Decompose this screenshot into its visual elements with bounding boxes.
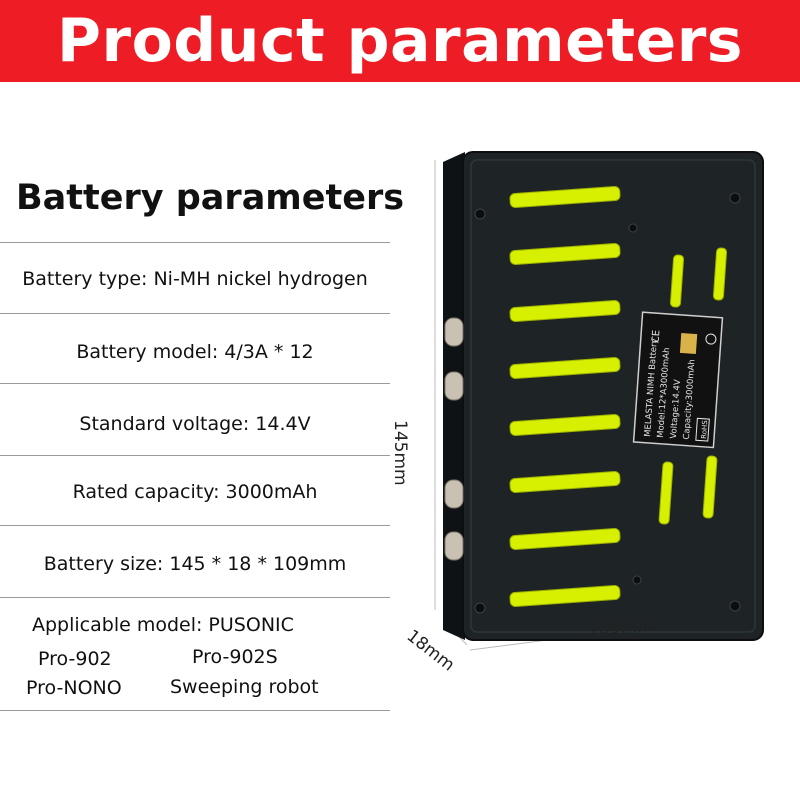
applicable-model-heading: Applicable model: PUSONIC — [32, 614, 294, 636]
spec-battery-model: Battery model: 4/3A * 12 — [76, 341, 314, 363]
battery-stripe — [509, 414, 621, 436]
battery-stripe — [509, 300, 621, 322]
battery-stripe — [509, 585, 621, 607]
battery-stripe — [509, 186, 621, 208]
battery-stripe — [509, 243, 621, 265]
battery-stripe — [509, 528, 621, 550]
battery-stripe — [509, 357, 621, 379]
label-line-3: Voltage:14.4V — [669, 379, 683, 439]
battery-stripe — [509, 471, 621, 493]
spec-battery-size: Battery size: 145 * 18 * 109mm — [43, 553, 347, 575]
divider — [0, 597, 390, 598]
model-sweeping-robot: Sweeping robot — [170, 676, 319, 698]
header-banner: Product parameters — [0, 0, 800, 82]
divider — [0, 242, 390, 243]
divider — [0, 383, 390, 384]
recycle-icon — [705, 333, 717, 345]
section-title: Battery parameters — [16, 178, 405, 218]
battery-pack-image: MELASTA NIMH Battery Model:12*A3000mAh V… — [434, 151, 764, 651]
model-pro-902s: Pro-902S — [192, 646, 278, 668]
spec-standard-voltage: Standard voltage: 14.4V — [79, 413, 311, 435]
battery-label-sticker — [632, 311, 724, 449]
spec-rated-capacity: Rated capacity: 3000mAh — [72, 481, 318, 503]
label-rohs: RoHS — [700, 419, 709, 439]
divider — [0, 313, 390, 314]
banner-title: Product parameters — [57, 6, 743, 76]
label-ce-mark: CE — [651, 330, 663, 344]
divider — [0, 525, 390, 526]
dimension-width: 109mm — [587, 616, 655, 640]
divider — [0, 710, 390, 711]
spec-battery-type: Battery type: Ni-MH nickel hydrogen — [22, 268, 368, 290]
model-pro-902: Pro-902 — [38, 648, 112, 670]
model-pro-nono: Pro-NONO — [26, 677, 122, 699]
divider — [0, 455, 390, 456]
battery-body — [462, 151, 764, 641]
dimension-height: 145mm — [390, 420, 410, 486]
